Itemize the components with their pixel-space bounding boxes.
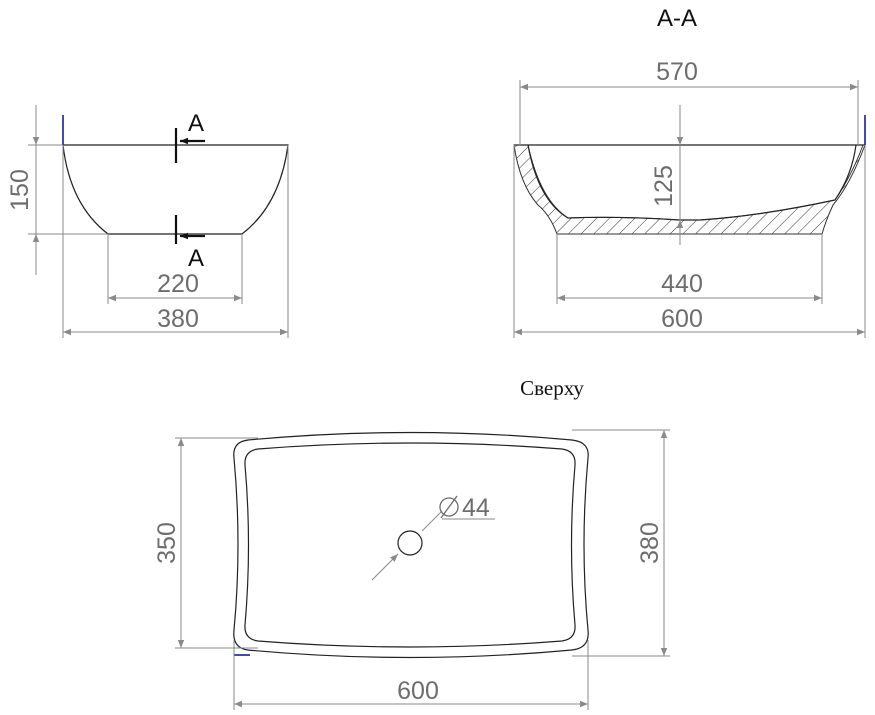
section-base-label: 440 — [661, 270, 703, 298]
side-top-label: 380 — [157, 305, 199, 333]
top-view-outer-outline — [233, 431, 589, 659]
side-view: 150 220 380 A A — [6, 105, 289, 338]
section-view: A-A 570 125 440 600 — [513, 5, 866, 338]
diameter-icon — [439, 497, 459, 517]
cut-marker-bottom-label: A — [188, 245, 204, 272]
side-base-label: 220 — [157, 270, 199, 298]
diameter-icon-slash — [440, 495, 458, 519]
top-inner-label: 350 — [153, 522, 181, 564]
top-view: Сверху 44 350 380 600 — [153, 376, 670, 710]
section-wall-hatched — [513, 144, 866, 235]
top-view-title: Сверху — [520, 376, 584, 400]
drain-leader-upper — [421, 510, 443, 532]
section-depth-label: 125 — [650, 165, 678, 207]
side-height-label: 150 — [6, 169, 34, 211]
cut-marker-top-label: A — [188, 110, 204, 137]
top-outer-label: 380 — [636, 522, 664, 564]
top-view-inner-outline — [244, 442, 576, 648]
section-title: A-A — [657, 5, 697, 32]
drain-leader — [371, 553, 399, 581]
section-outer-label: 600 — [661, 305, 703, 333]
top-length-label: 600 — [397, 677, 439, 705]
section-inner-label: 570 — [656, 58, 698, 86]
drain-hole — [397, 530, 423, 556]
drain-diameter-label: 44 — [462, 494, 490, 522]
